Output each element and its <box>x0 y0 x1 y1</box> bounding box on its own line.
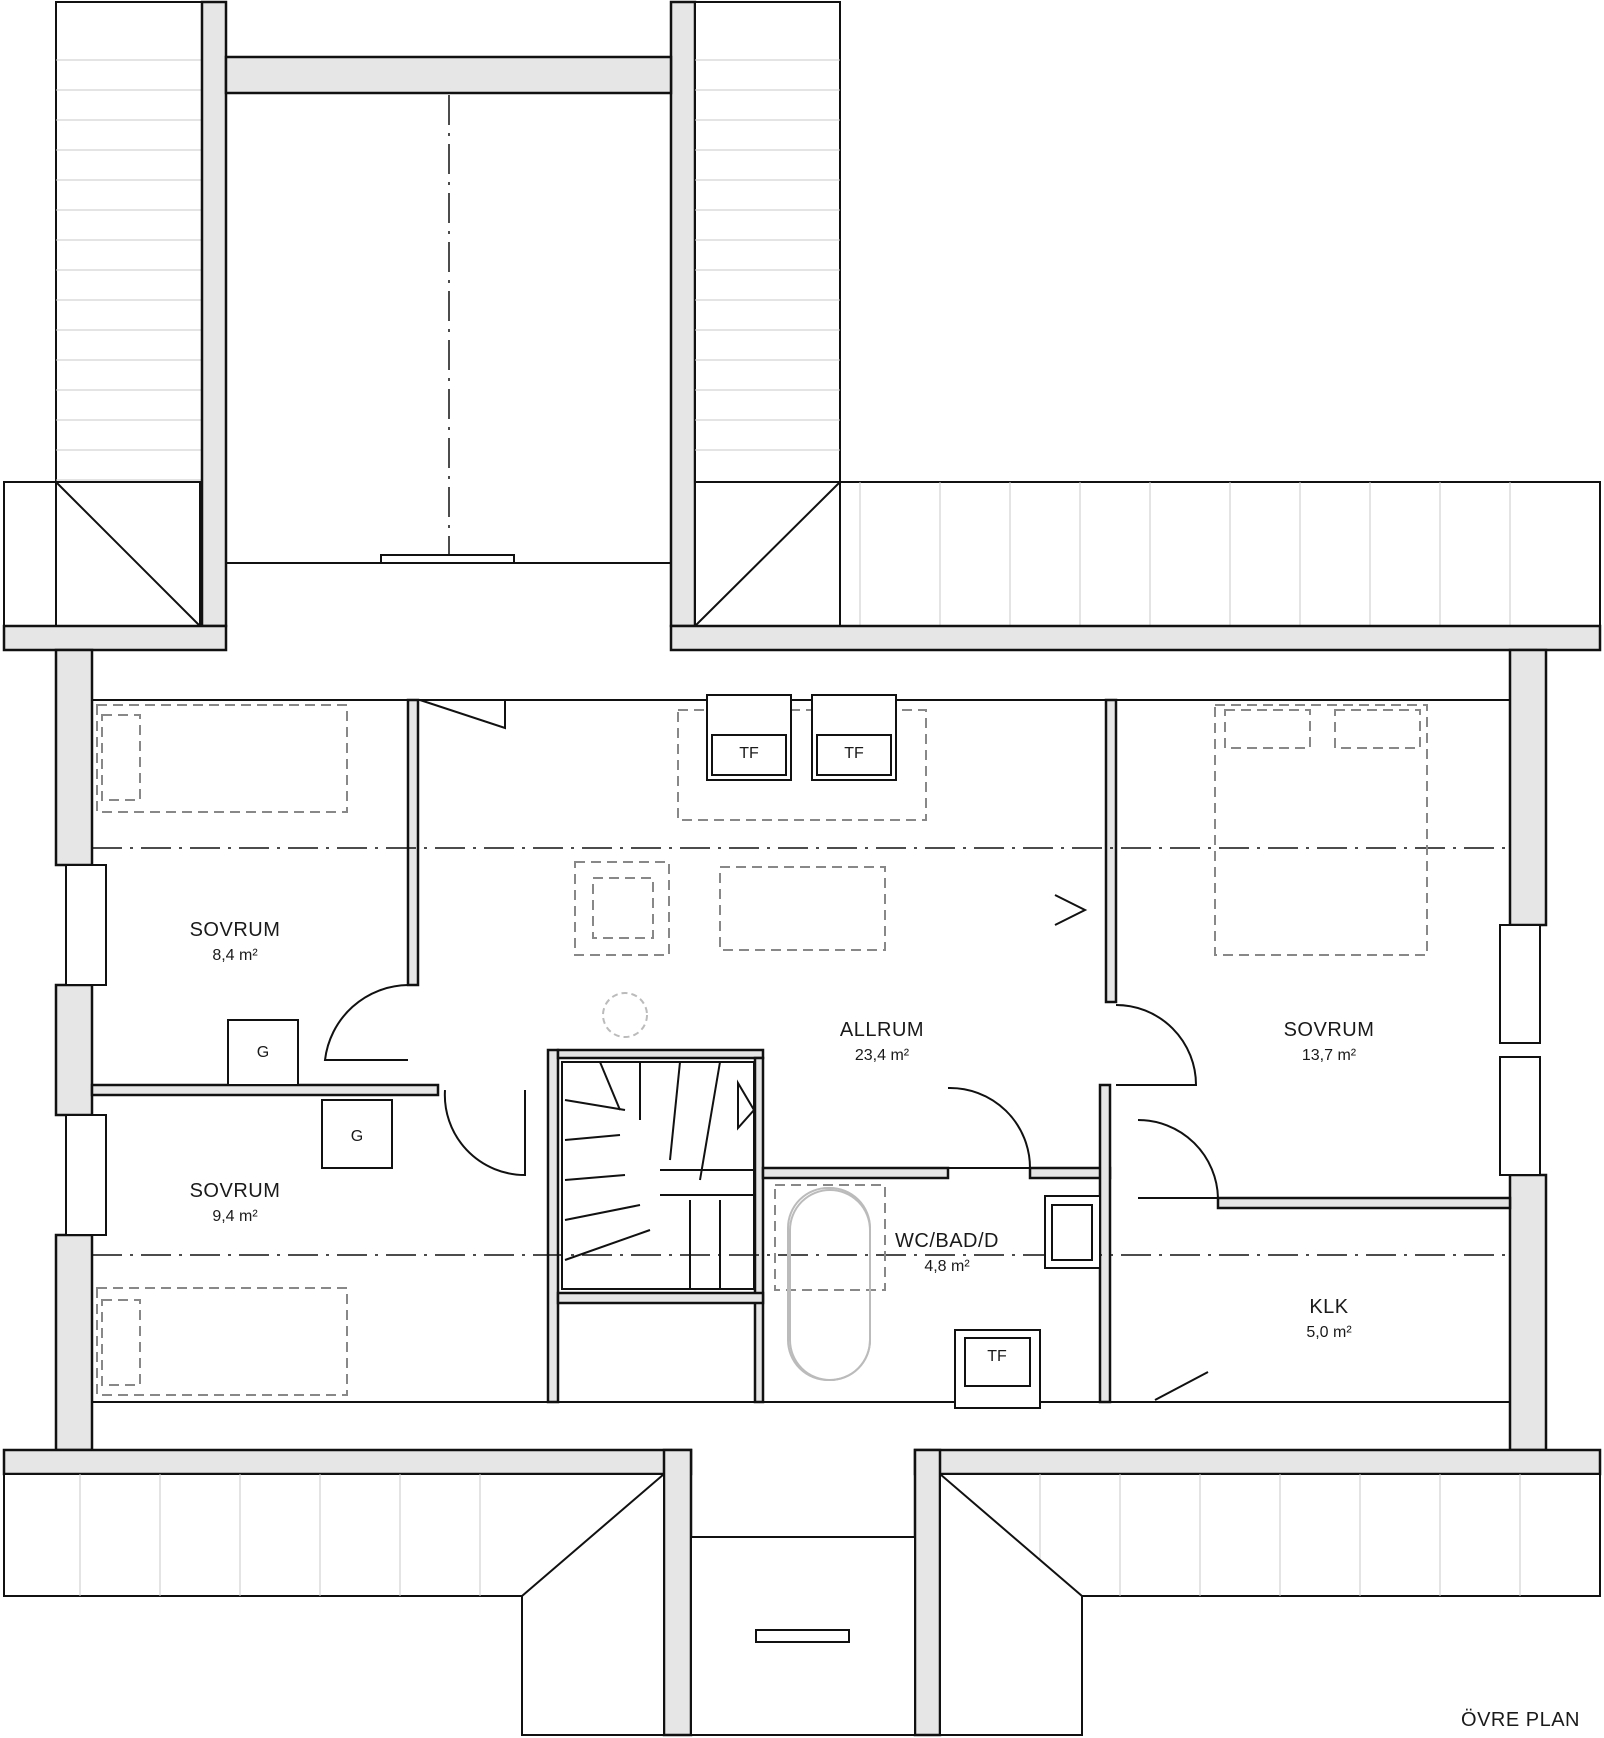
tf-unit-3: TF <box>954 1329 1041 1409</box>
wardrobe-1-label: G <box>257 1044 269 1061</box>
plan-title: ÖVRE PLAN <box>1461 1709 1580 1731</box>
room-klk-area: 5,0 m² <box>1306 1324 1352 1341</box>
room-sovrum-2-area: 9,4 m² <box>212 1208 258 1225</box>
tf-unit-2: TF <box>811 694 897 781</box>
doors <box>323 699 1220 1401</box>
sink <box>1044 1195 1101 1269</box>
furniture-dashed <box>96 704 1428 1396</box>
roof-main-top <box>2 479 1602 652</box>
wardrobe-2: G <box>321 1099 393 1169</box>
tf-unit-1-label: TF <box>739 745 759 762</box>
roof-dormer-top-right <box>669 0 841 628</box>
room-klk-name: KLK <box>1309 1296 1348 1318</box>
tf-unit-3-label: TF <box>987 1348 1007 1365</box>
bathtub <box>787 1187 871 1381</box>
room-allrum-area: 23,4 m² <box>855 1047 910 1064</box>
room-wc-bad-area: 4,8 m² <box>924 1258 970 1275</box>
stairs <box>561 1061 756 1290</box>
interior-walls <box>90 698 1512 1404</box>
roof-dormer-bottom <box>521 1448 1083 1737</box>
room-sovrum-3-name: SOVRUM <box>1284 1019 1375 1041</box>
room-wc-bad-name: WC/BAD/D <box>895 1230 999 1252</box>
wardrobe-1: G <box>227 1019 299 1086</box>
room-sovrum-3-area: 13,7 m² <box>1302 1047 1357 1064</box>
room-sovrum-1-name: SOVRUM <box>190 919 281 941</box>
room-sovrum-2-name: SOVRUM <box>190 1180 281 1202</box>
balcony-top <box>224 55 673 564</box>
tf-unit-2-label: TF <box>844 745 864 762</box>
wardrobe-2-label: G <box>351 1128 363 1145</box>
room-sovrum-1-area: 8,4 m² <box>212 947 258 964</box>
tf-unit-1: TF <box>706 694 792 781</box>
room-allrum-name: ALLRUM <box>840 1019 924 1041</box>
